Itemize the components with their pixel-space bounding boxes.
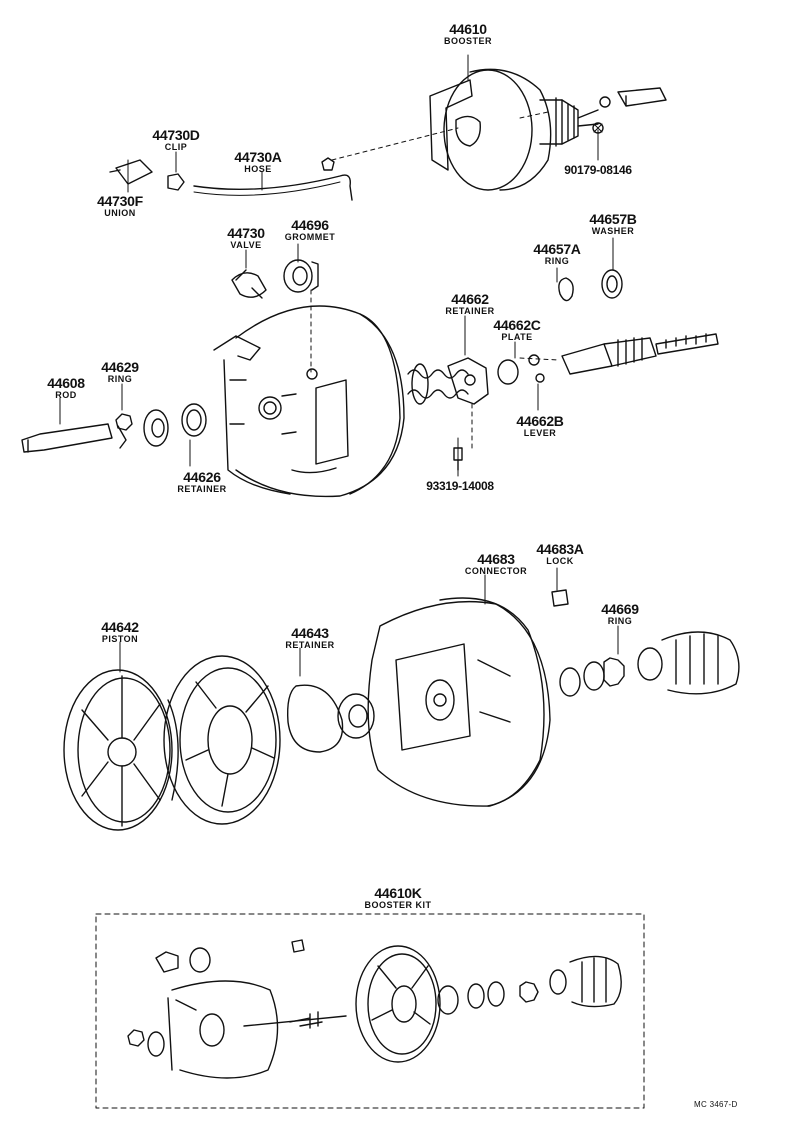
part-label-44662: 44662 RETAINER bbox=[445, 292, 494, 316]
part-name: CONNECTOR bbox=[464, 566, 528, 576]
part-number: 44610 bbox=[449, 21, 487, 37]
part-name: LOCK bbox=[546, 556, 574, 566]
part-name: WASHER bbox=[591, 226, 635, 236]
part-number: 44657B bbox=[589, 211, 637, 227]
part-label-44643: 44643 RETAINER bbox=[285, 626, 334, 650]
part-name: VALVE bbox=[230, 240, 262, 250]
part-name: GROMMET bbox=[284, 232, 336, 242]
part-number: 44683A bbox=[536, 541, 584, 557]
part-number: 44657A bbox=[533, 241, 581, 257]
part-label-44730F: 44730F UNION bbox=[97, 194, 143, 218]
part-label-90179-08146: 90179-08146 bbox=[564, 163, 632, 177]
assembly-lines bbox=[310, 111, 559, 451]
part-number: 44662C bbox=[493, 317, 541, 333]
part-label-44610K: 44610K BOOSTER KIT bbox=[364, 886, 431, 910]
part-number: 44662B bbox=[516, 413, 564, 429]
part-number: 44643 bbox=[291, 625, 329, 641]
part-number: 44730 bbox=[227, 225, 265, 241]
part-name: UNION bbox=[104, 208, 136, 218]
connector-shell-drawing bbox=[367, 589, 569, 807]
part-name: BOOSTER KIT bbox=[364, 900, 432, 910]
part-number: 44642 bbox=[101, 619, 139, 635]
part-number: 44608 bbox=[47, 375, 85, 391]
valve-grommet-drawing bbox=[231, 259, 319, 299]
part-label-44642: 44642 PISTON bbox=[101, 619, 139, 644]
drawing-code: MC 3467-D bbox=[694, 1100, 738, 1109]
part-number: 44629 bbox=[101, 359, 139, 375]
part-name: HOSE bbox=[244, 164, 272, 174]
part-name: RETAINER bbox=[177, 484, 227, 494]
part-label-44696: 44696 GROMMET bbox=[285, 218, 336, 242]
part-name: RETAINER bbox=[285, 640, 335, 650]
part-name: PISTON bbox=[101, 634, 139, 644]
part-name: RING bbox=[607, 616, 633, 626]
rod-drawing bbox=[21, 403, 207, 453]
hose-drawing bbox=[109, 157, 353, 201]
part-name: BOOSTER bbox=[443, 36, 493, 46]
part-number: 44669 bbox=[601, 601, 639, 617]
part-name: PLATE bbox=[501, 332, 533, 342]
part-label-44662B: 44662B LEVER bbox=[516, 413, 564, 438]
part-label-93319-14008: 93319-14008 bbox=[426, 479, 494, 493]
part-label-44657A: 44657A RING bbox=[533, 241, 581, 266]
part-number: 44683 bbox=[477, 551, 515, 567]
part-name: RING bbox=[107, 374, 133, 384]
part-number: 44730F bbox=[97, 193, 143, 209]
part-number: 90179-08146 bbox=[564, 163, 632, 177]
part-label-44662C: 44662C PLATE bbox=[493, 317, 541, 342]
part-name: CLIP bbox=[164, 142, 188, 152]
part-name: RING bbox=[544, 256, 570, 266]
part-name: RETAINER bbox=[445, 306, 495, 316]
ring-boot-drawing bbox=[559, 631, 740, 697]
part-number: 44662 bbox=[451, 291, 489, 307]
part-label-44626: 44626 RETAINER bbox=[177, 470, 226, 494]
part-label-44683: 44683 CONNECTOR bbox=[465, 552, 527, 576]
part-label-44629: 44629 RING bbox=[101, 359, 139, 384]
part-label-44657B: 44657B WASHER bbox=[589, 211, 637, 236]
spring-retainer-drawing bbox=[407, 333, 719, 405]
part-name: ROD bbox=[55, 390, 77, 400]
part-label-44608: 44608 ROD bbox=[47, 375, 85, 400]
part-label-44730A: 44730A HOSE bbox=[234, 149, 282, 174]
piston-drawing bbox=[63, 669, 179, 831]
part-number: 44626 bbox=[183, 469, 221, 485]
booster-body-drawing bbox=[213, 305, 405, 498]
part-number: 44730D bbox=[152, 127, 200, 143]
part-number: 44696 bbox=[291, 217, 329, 233]
booster-assembly-drawing bbox=[429, 68, 667, 191]
part-label-44730D: 44730D CLIP bbox=[152, 127, 200, 152]
part-number: 93319-14008 bbox=[426, 479, 494, 493]
washer-ring-drawing bbox=[558, 269, 623, 302]
part-number: 44730A bbox=[234, 149, 282, 165]
part-name: LEVER bbox=[523, 428, 557, 438]
part-label-44610: 44610 BOOSTER bbox=[444, 22, 492, 46]
part-number: 44610K bbox=[374, 885, 422, 901]
part-label-44683A: 44683A LOCK bbox=[536, 541, 584, 566]
booster-kit-box bbox=[95, 913, 645, 1109]
leader-lines bbox=[59, 54, 619, 677]
part-label-44730: 44730 VALVE bbox=[227, 225, 265, 250]
part-label-44669: 44669 RING bbox=[601, 601, 639, 626]
retainer-plate-drawing bbox=[163, 655, 375, 825]
lever-screw-drawing bbox=[453, 447, 463, 471]
